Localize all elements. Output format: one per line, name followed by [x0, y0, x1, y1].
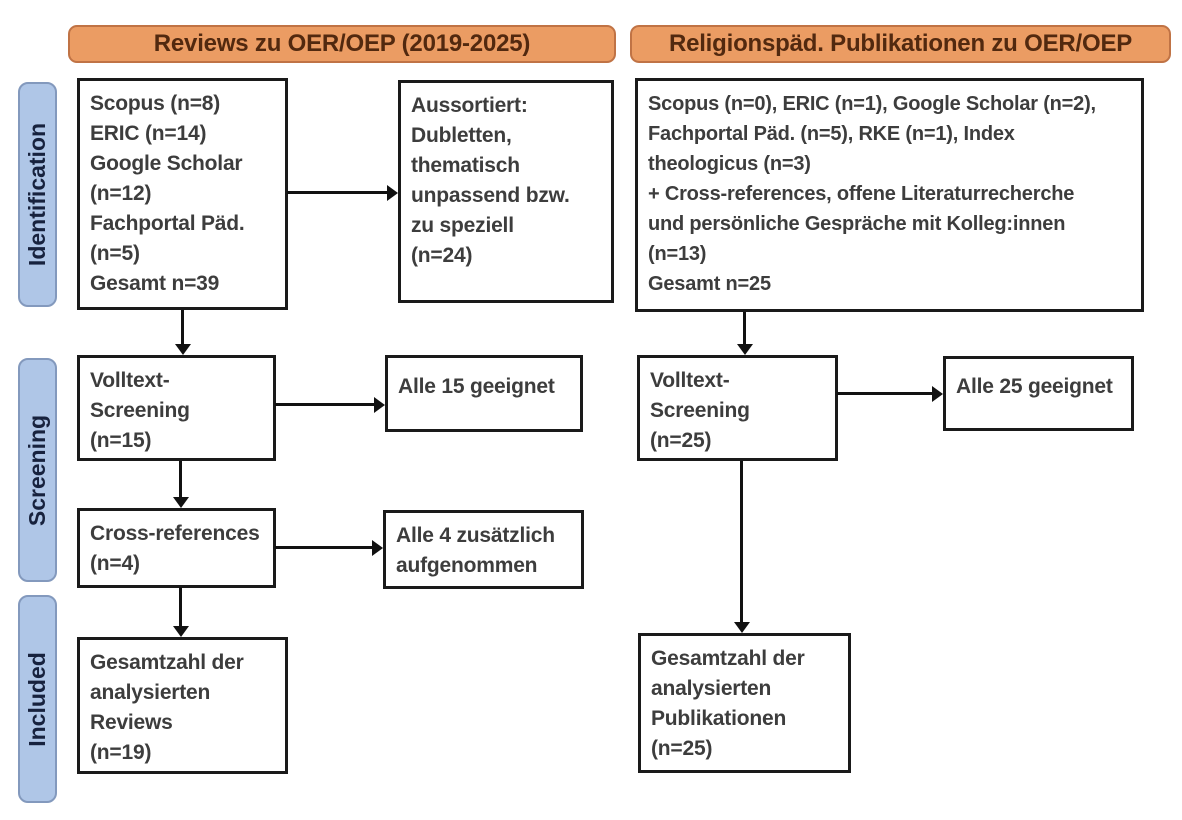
arrow-left-crossref-to-total	[179, 587, 182, 626]
box-right-fulltext-result: Alle 25 geeignet	[943, 356, 1134, 431]
box-left-sources: Scopus (n=8) ERIC (n=14) Google Scholar …	[77, 78, 288, 310]
arrow-right-fulltext-to-result	[837, 392, 932, 395]
box-left-excluded: Aussortiert: Dubletten, thematisch unpas…	[398, 80, 614, 303]
stage-screening-label: Screening	[24, 414, 50, 526]
arrow-left-fulltext-to-crossref	[179, 461, 182, 497]
box-left-crossref-result: Alle 4 zusätzlich aufgenommen	[383, 510, 584, 589]
column-header-reviews: Reviews zu OER/OEP (2019-2025)	[68, 25, 616, 63]
arrow-left-sources-to-excluded	[287, 191, 387, 194]
arrow-left-sources-to-fulltext	[181, 310, 184, 344]
box-right-fulltext-screening: Volltext- Screening (n=25)	[637, 355, 838, 461]
stage-identification: Identification	[18, 82, 57, 307]
box-left-fulltext-result: Alle 15 geeignet	[385, 355, 583, 432]
arrow-left-fulltext-to-result	[275, 403, 374, 406]
arrow-right-sources-to-fulltext	[743, 312, 746, 344]
arrow-left-crossref-to-result	[275, 546, 372, 549]
stage-screening: Screening	[18, 358, 57, 582]
column-header-religionspaed: Religionspäd. Publikationen zu OER/OEP	[630, 25, 1171, 63]
box-left-fulltext-screening: Volltext- Screening (n=15)	[77, 355, 276, 461]
box-left-crossref: Cross-references (n=4)	[77, 508, 276, 588]
box-left-total: Gesamtzahl der analysierten Reviews (n=1…	[77, 637, 288, 774]
stage-identification-label: Identification	[24, 122, 50, 267]
stage-included-label: Included	[24, 651, 50, 747]
stage-included: Included	[18, 595, 57, 803]
box-right-sources: Scopus (n=0), ERIC (n=1), Google Scholar…	[635, 78, 1144, 312]
arrow-right-fulltext-to-total	[740, 461, 743, 622]
box-right-total: Gesamtzahl der analysierten Publikatione…	[638, 633, 851, 773]
